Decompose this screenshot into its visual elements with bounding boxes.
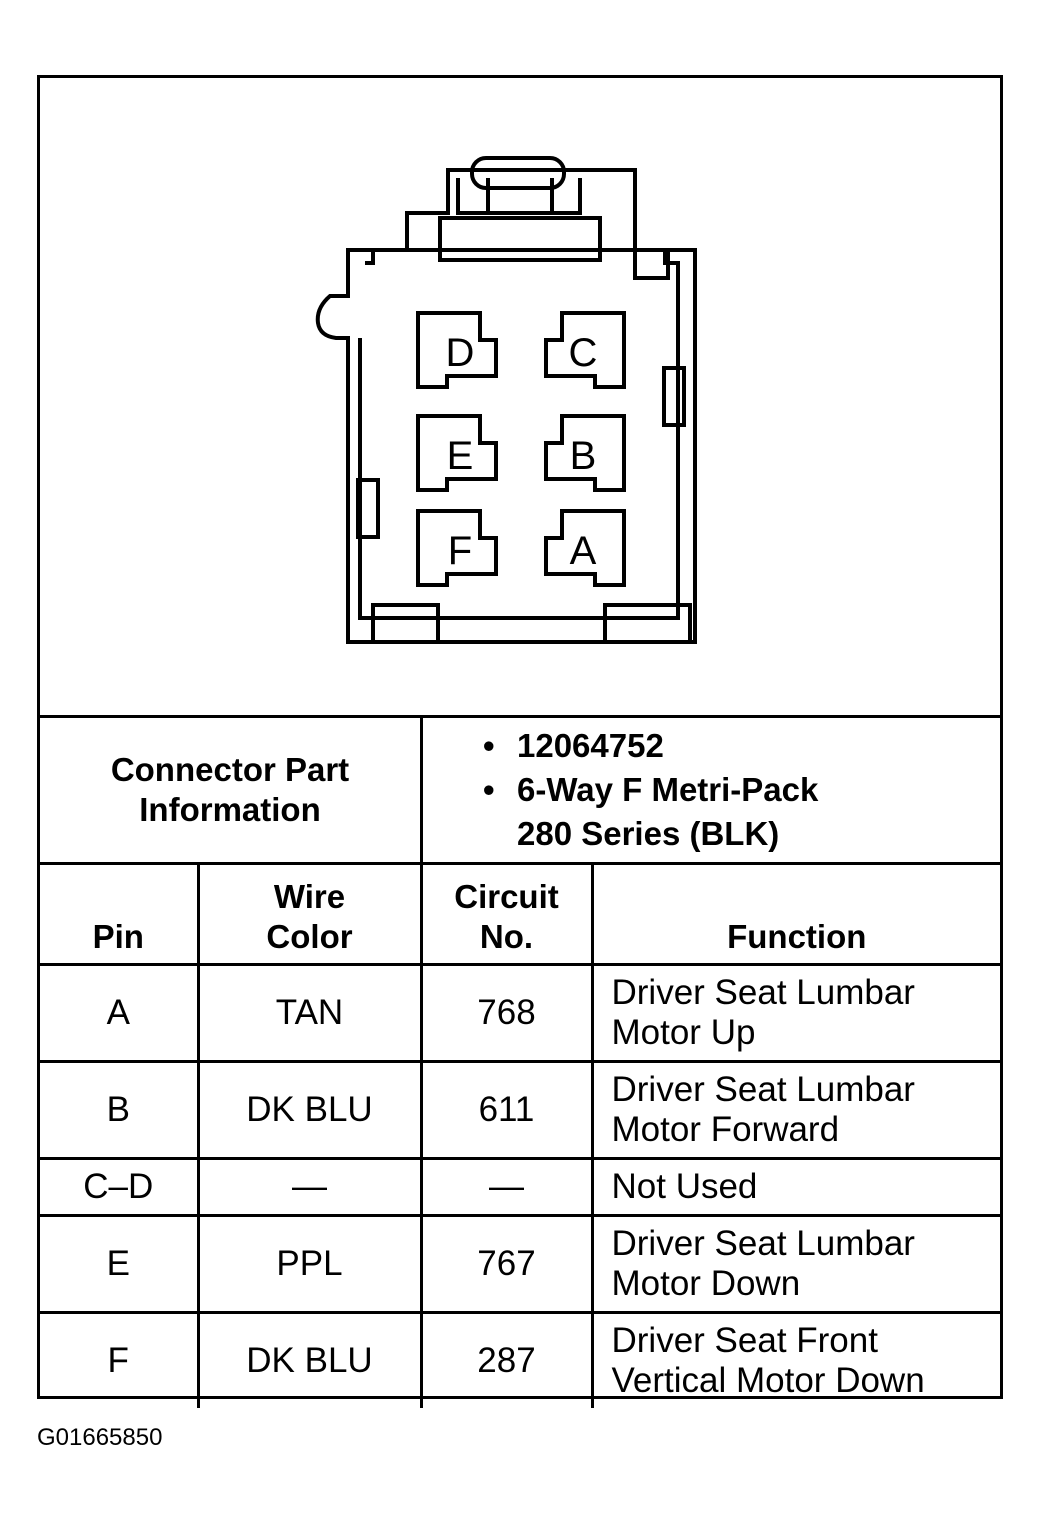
function-line1: Driver Seat Lumbar — [611, 1070, 915, 1109]
connector-frame: D C E B F A Connector Part Information •… — [37, 75, 1003, 1408]
function-line2: Vertical Motor Down — [611, 1361, 925, 1400]
pin-cell: C–D — [40, 1157, 200, 1217]
circuit-cell: 611 — [419, 1060, 594, 1160]
bullet-icon: • — [483, 771, 495, 808]
header-circuit-line2: No. — [479, 918, 534, 955]
wire-color-cell: PPL — [196, 1214, 423, 1314]
function-cell: Driver Seat Lumbar Motor Up — [590, 963, 1000, 1063]
connector-diagram: D C E B F A — [40, 78, 1000, 715]
pin-cell: E — [40, 1214, 200, 1314]
header-pin: Pin — [40, 862, 200, 966]
circuit-cell: 287 — [419, 1311, 594, 1408]
figure-id: G01665850 — [37, 1424, 163, 1451]
connector-body-outline — [315, 168, 697, 644]
part-description-line2: 280 Series (BLK) — [517, 815, 780, 852]
table-row: B DK BLU 611 Driver Seat Lumbar Motor Fo… — [40, 1060, 1000, 1160]
table-row: C–D — — Not Used — [40, 1157, 1000, 1217]
connector-inner-outline — [358, 248, 680, 620]
latch-outline — [438, 216, 602, 262]
circuit-cell: — — [419, 1157, 594, 1217]
pin-label-c: C — [569, 331, 598, 375]
function-cell: Driver Seat Lumbar Motor Down — [590, 1214, 1000, 1314]
latch-lock — [486, 178, 554, 215]
header-function: Function — [590, 862, 1000, 966]
table-row: A TAN 768 Driver Seat Lumbar Motor Up — [40, 963, 1000, 1063]
part-description: 6-Way F Metri-Pack 280 Series (BLK) — [517, 768, 818, 856]
header-wire-color: Wire Color — [196, 862, 423, 966]
connector-face-drawing: D C E B F A — [315, 156, 697, 644]
wire-color-cell: — — [196, 1157, 423, 1217]
header-wire-color-line1: Wire — [273, 878, 346, 915]
connector-part-info: Connector Part Information • 12064752 • … — [40, 715, 1000, 862]
cavity-a-outline — [544, 509, 626, 587]
part-description-line1: 6-Way F Metri-Pack — [517, 771, 819, 808]
pin-label-f: F — [448, 529, 472, 573]
foot-right — [603, 603, 692, 644]
table-row: E PPL 767 Driver Seat Lumbar Motor Down — [40, 1214, 1000, 1314]
wire-color-cell: TAN — [196, 963, 423, 1063]
pin-table: Pin Wire Color Circuit No. Function A TA… — [40, 862, 1000, 1408]
pin-cell: B — [40, 1060, 200, 1160]
bullet-icon: • — [483, 727, 495, 764]
header-circuit-line1: Circuit — [454, 878, 559, 915]
cavity-f-outline — [416, 509, 498, 587]
header-wire-color-line2: Color — [266, 918, 353, 955]
table-row: F DK BLU 287 Driver Seat Front Vertical … — [40, 1311, 1000, 1408]
pin-label-a: A — [570, 529, 597, 573]
pin-table-header: Pin Wire Color Circuit No. Function — [40, 862, 1000, 966]
cavity-b-outline — [544, 414, 626, 492]
function-line1: Driver Seat Front — [611, 1321, 878, 1360]
circuit-cell: 767 — [419, 1214, 594, 1314]
function-line1: Driver Seat Lumbar — [611, 973, 915, 1012]
wire-color-cell: DK BLU — [196, 1060, 423, 1160]
foot-left — [371, 603, 440, 644]
key-left — [356, 478, 380, 539]
wire-color-cell: DK BLU — [196, 1311, 423, 1408]
cavity-e-outline — [416, 414, 498, 492]
cavity-c-outline — [544, 311, 626, 389]
function-cell: Driver Seat Lumbar Motor Forward — [590, 1060, 1000, 1160]
part-info-label-line2: Information — [139, 791, 321, 828]
function-line1: Driver Seat Lumbar — [611, 1224, 915, 1263]
function-cell: Driver Seat Front Vertical Motor Down — [590, 1311, 1000, 1408]
key-right — [662, 366, 686, 427]
function-line2: Motor Down — [611, 1264, 801, 1303]
part-number-item: • 12064752 — [483, 724, 1000, 768]
pin-cell: A — [40, 963, 200, 1063]
part-info-label-line1: Connector Part — [110, 751, 350, 788]
cavity-d-outline — [416, 311, 498, 389]
part-number: 12064752 — [517, 727, 664, 764]
function-line2: Motor Forward — [611, 1110, 840, 1149]
latch-slot — [470, 156, 566, 190]
pin-label-d: D — [446, 331, 475, 375]
header-circuit: Circuit No. — [419, 862, 594, 966]
function-cell: Not Used — [590, 1157, 1000, 1217]
pin-cell: F — [40, 1311, 200, 1408]
pin-label-b: B — [570, 434, 597, 478]
part-info-label: Connector Part Information — [40, 715, 423, 862]
circuit-cell: 768 — [419, 963, 594, 1063]
pin-label-e: E — [447, 434, 474, 478]
part-description-item: • 6-Way F Metri-Pack 280 Series (BLK) — [483, 768, 1000, 856]
part-info-details: • 12064752 • 6-Way F Metri-Pack 280 Seri… — [421, 715, 1000, 862]
function-line2: Motor Up — [611, 1013, 756, 1052]
